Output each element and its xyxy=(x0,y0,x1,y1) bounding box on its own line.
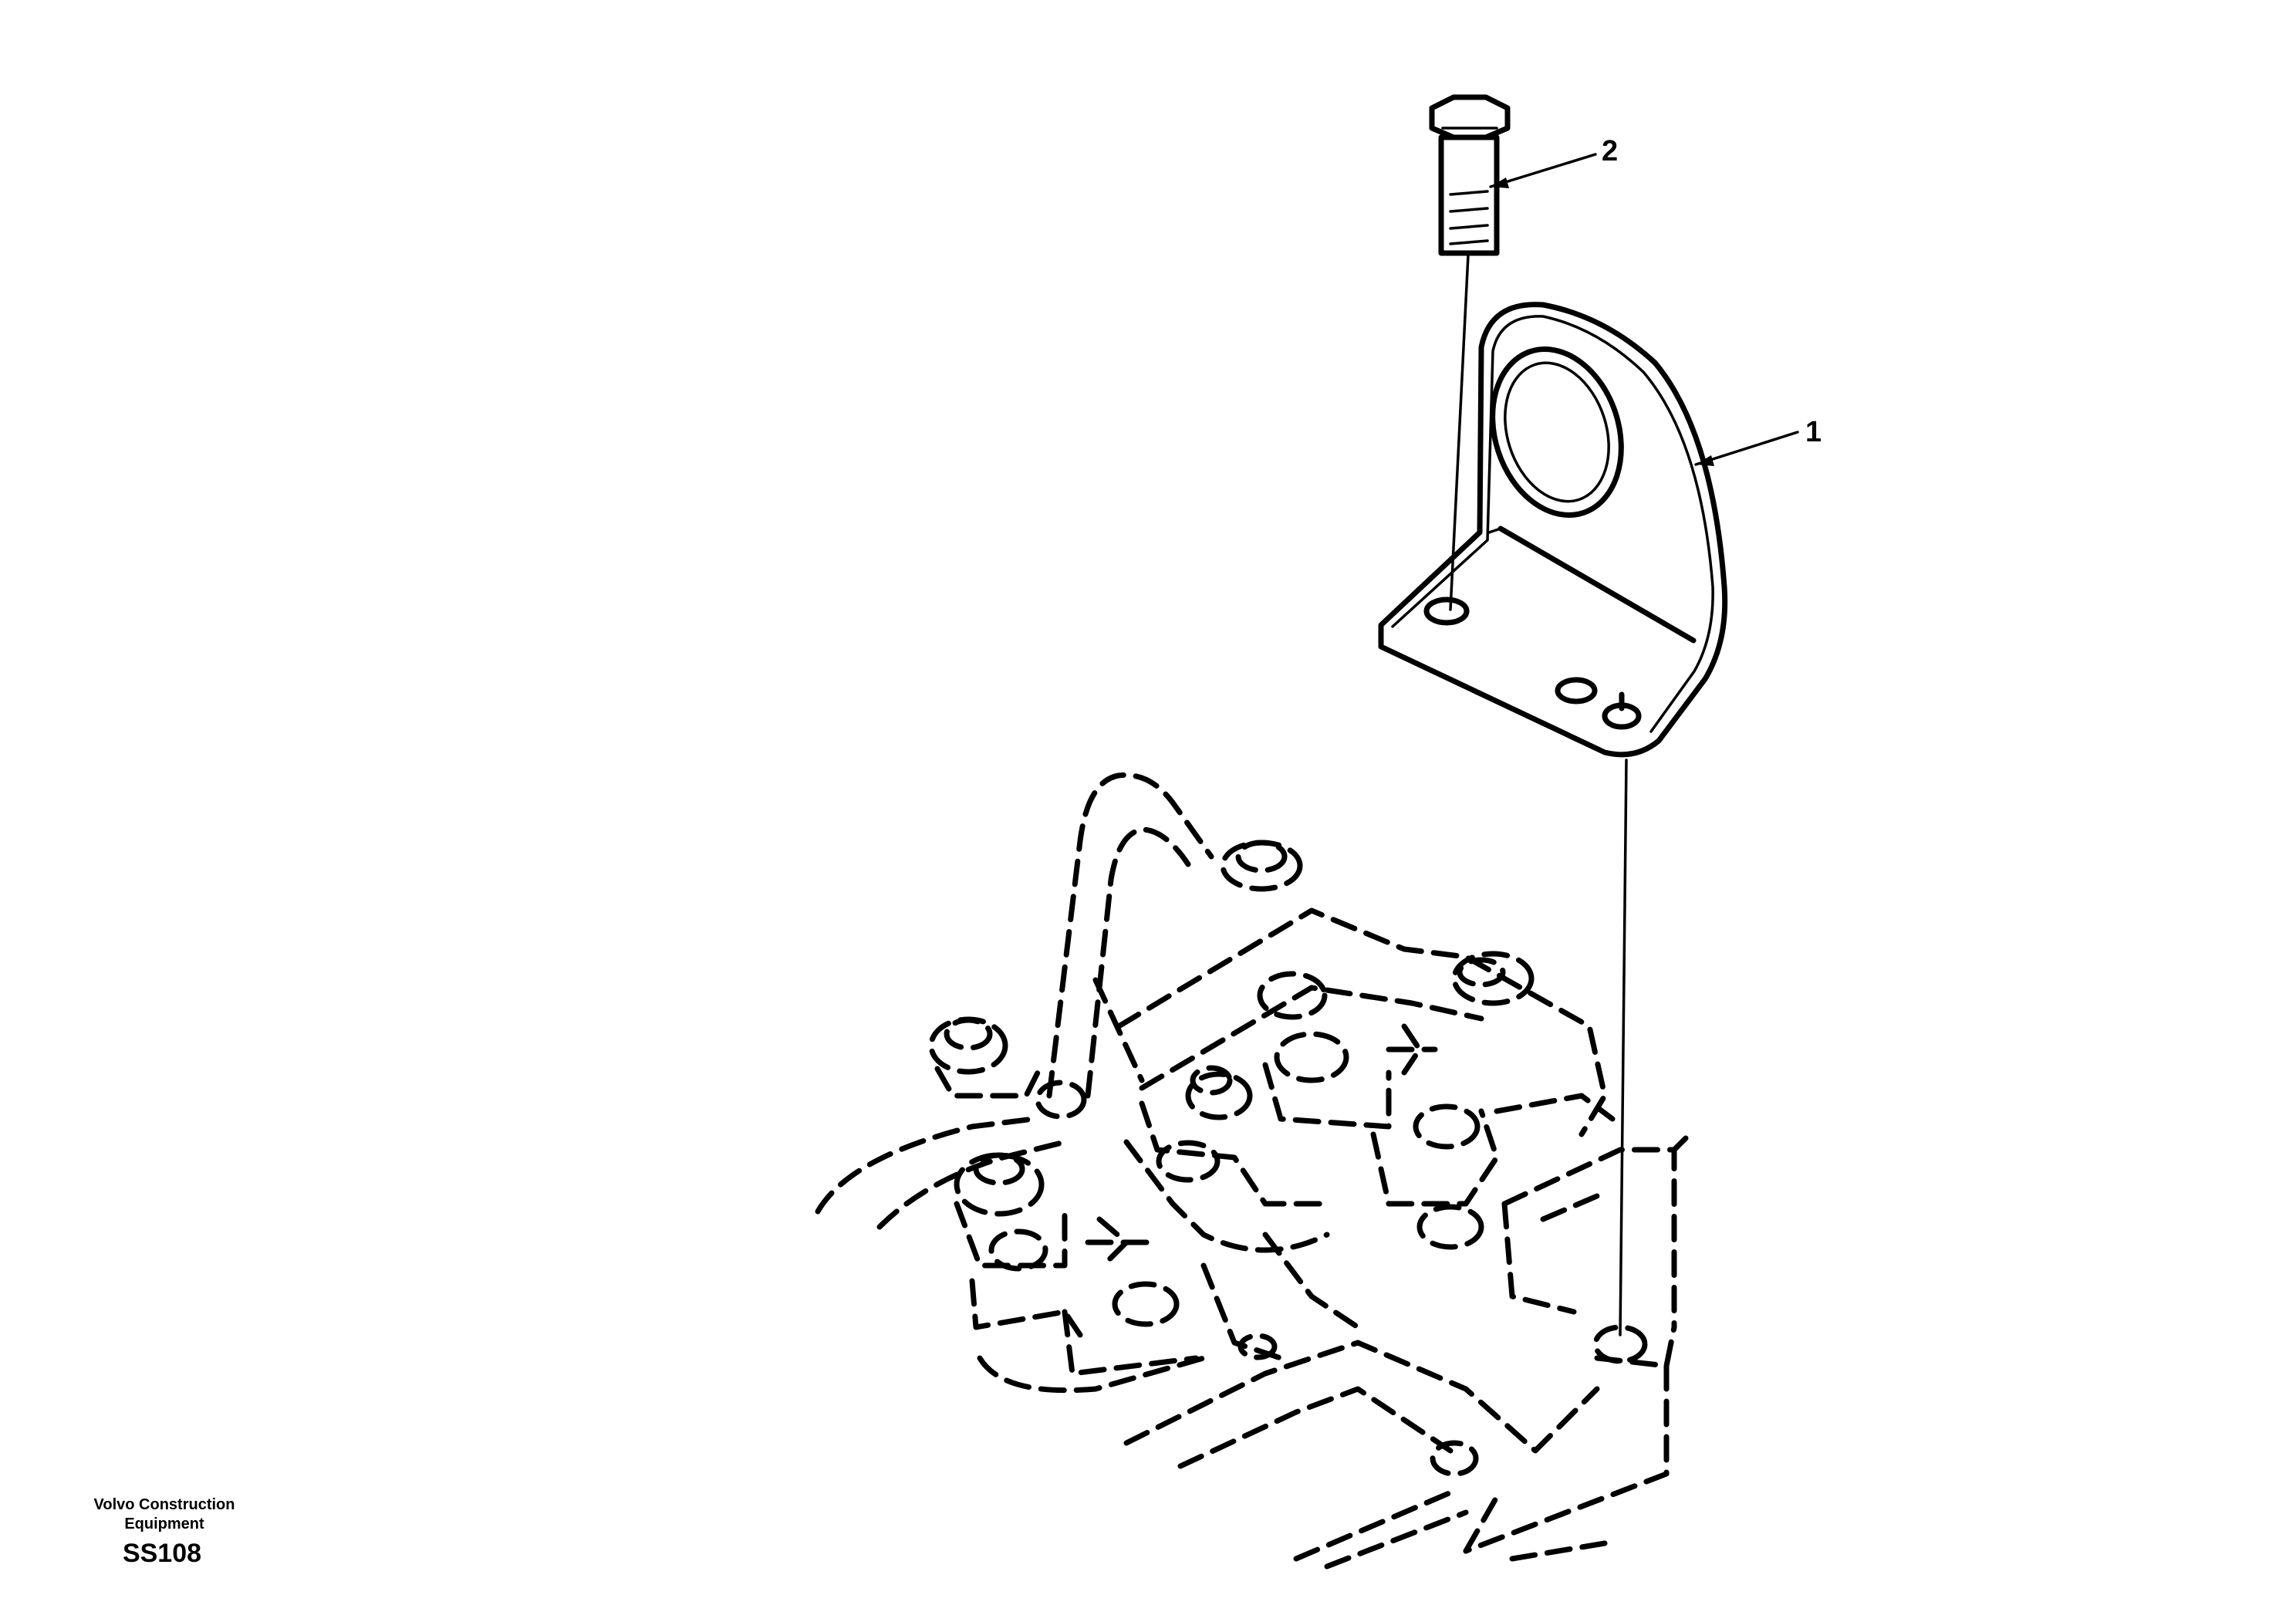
bracket-part-1 xyxy=(1378,302,1728,758)
figure-code: SS108 xyxy=(122,1539,202,1568)
assembly-line-screw xyxy=(1449,253,1470,611)
machine-frame-dashed xyxy=(815,772,1689,1570)
manufacturer-line-2: Equipment xyxy=(124,1516,204,1532)
callout-2-number: 2 xyxy=(1602,135,1618,167)
manufacturer-line-1: Volvo Construction xyxy=(93,1496,235,1513)
callout-1-number: 1 xyxy=(1805,416,1822,448)
assembly-line-bracket xyxy=(1619,759,1628,1336)
screw-part-2 xyxy=(1429,94,1511,256)
callout-1: 1 xyxy=(1694,416,1822,466)
callout-2: 2 xyxy=(1489,135,1618,188)
manufacturer-label: Volvo Construction Equipment xyxy=(45,1495,284,1534)
